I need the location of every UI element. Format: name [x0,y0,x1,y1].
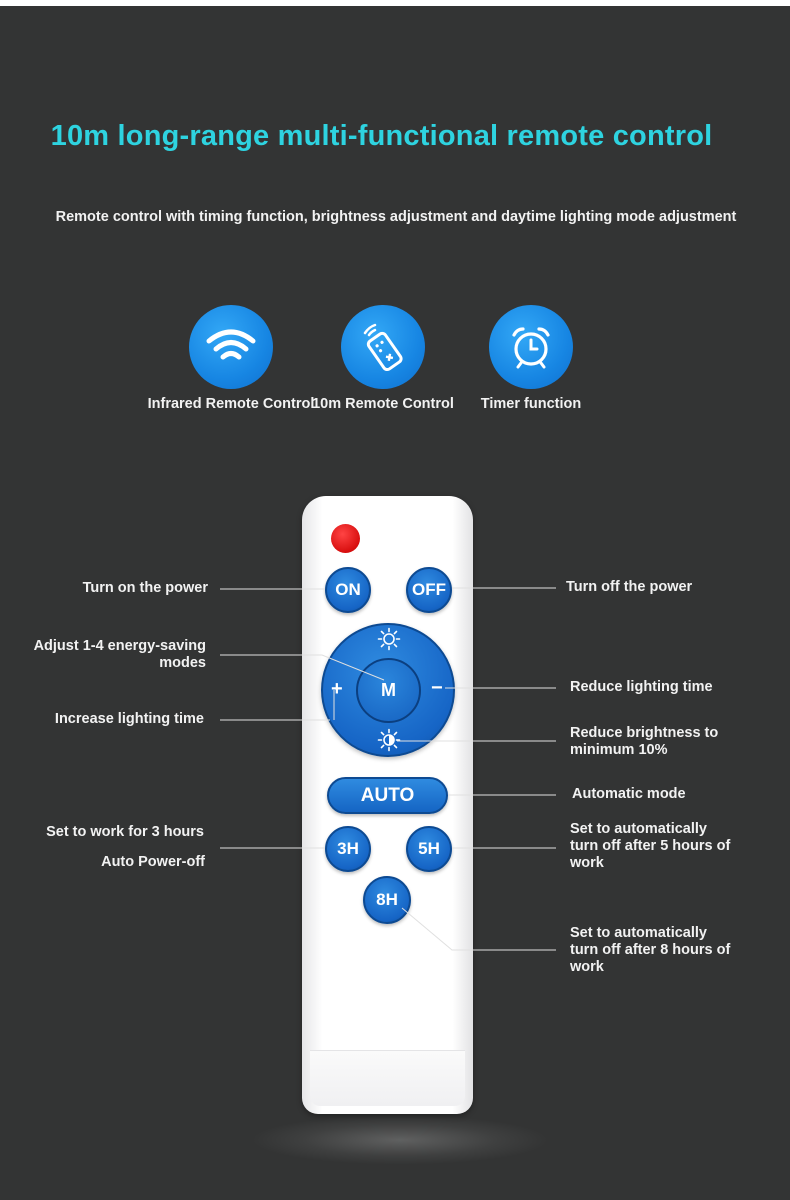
feature-range: 10m Remote Control [283,305,483,412]
callout-eight-hours-line2: turn off after 8 hours of [570,942,731,958]
alarm-clock-icon [512,327,550,369]
remote-shadow [250,1115,550,1165]
callout-three-hours: Set to work for 3 hours [46,824,204,840]
feature-infrared: Infrared Remote Control [131,305,331,412]
brightness-up-icon[interactable] [377,627,401,651]
8h-button[interactable]: 8H [363,876,411,924]
callout-auto-mode: Automatic mode [572,786,686,802]
callout-modes-line1: Adjust 1-4 energy-saving [33,638,206,654]
feature-circle [489,305,573,389]
feature-circle [341,305,425,389]
callout-five-hours-line1: Set to automatically [570,821,707,837]
top-strip [0,0,790,6]
callout-modes-line2: modes [159,655,206,671]
wifi-icon [206,329,256,360]
callout-increase-time: Increase lighting time [54,711,204,727]
callout-reduce-time: Reduce lighting time [570,679,713,695]
feature-label: Timer function [480,396,582,412]
plus-button[interactable]: + [331,678,343,700]
feature-timer: Timer function [431,305,631,412]
callout-reduce-brightness-line1: Reduce brightness to [570,725,719,741]
page-subtitle: Remote control with timing function, bri… [55,209,737,225]
callout-five-hours-line3: work [570,855,604,871]
callout-five-hours-line2: turn off after 5 hours of [570,838,731,854]
callout-eight-hours: Set to automatically turn off after 8 ho… [570,925,730,976]
feature-label: Infrared Remote Control [147,396,315,412]
feature-circle [189,305,273,389]
off-button[interactable]: OFF [406,567,452,613]
power-led-button[interactable] [331,524,360,553]
on-button[interactable]: ON [325,567,371,613]
5h-button[interactable]: 5H [406,826,452,872]
callout-auto-off: Auto Power-off [101,854,205,870]
auto-button[interactable]: AUTO [327,777,448,814]
mode-button[interactable]: M [356,658,421,723]
3h-button[interactable]: 3H [325,826,371,872]
callout-reduce-brightness: Reduce brightness to minimum 10% [570,725,718,759]
feature-label: 10m Remote Control [312,396,454,412]
minus-button[interactable]: − [431,677,443,699]
callout-modes: Adjust 1-4 energy-saving modes [0,638,206,672]
callout-eight-hours-line1: Set to automatically [570,925,707,941]
remote-control-icon [363,323,403,372]
remote-bottom-band [310,1050,465,1106]
callout-power-on: Turn on the power [82,580,208,596]
callout-power-off: Turn off the power [566,579,693,595]
callout-eight-hours-line3: work [570,959,604,975]
callout-reduce-brightness-line2: minimum 10% [570,742,668,758]
page-title: 10m long-range multi-functional remote c… [50,120,713,152]
callout-five-hours: Set to automatically turn off after 5 ho… [570,821,730,872]
brightness-down-icon[interactable] [377,728,401,752]
